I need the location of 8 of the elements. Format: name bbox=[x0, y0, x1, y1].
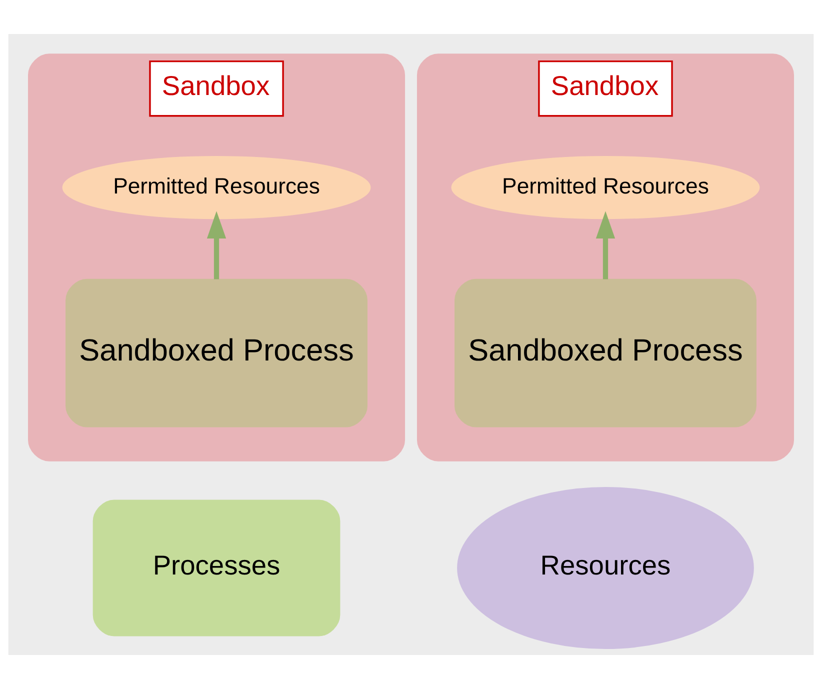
node-ellipse: Permitted Resources bbox=[451, 156, 760, 220]
arrow bbox=[596, 211, 616, 280]
node-box: Sandboxed Process bbox=[454, 278, 756, 428]
node-ellipse: Permitted Resources bbox=[62, 156, 371, 220]
arrow bbox=[206, 211, 226, 280]
node-box: Processes bbox=[92, 500, 340, 636]
node-ellipse: Resources bbox=[457, 486, 754, 650]
node-box: Sandboxed Process bbox=[66, 278, 368, 428]
